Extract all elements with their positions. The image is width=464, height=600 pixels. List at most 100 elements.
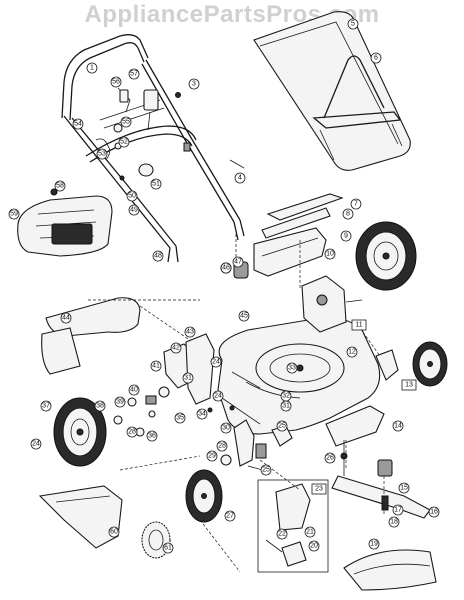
- svg-text:16: 16: [430, 509, 438, 516]
- rear-wheel-upper: [355, 221, 417, 291]
- axle-bracket: [301, 275, 363, 333]
- svg-text:47: 47: [234, 259, 242, 266]
- control-cable-parts: [95, 87, 245, 181]
- callout-15: 15: [398, 482, 410, 494]
- svg-text:5: 5: [351, 21, 355, 28]
- svg-text:19: 19: [370, 541, 378, 548]
- svg-text:43: 43: [186, 329, 194, 336]
- svg-text:61: 61: [164, 545, 172, 552]
- callout-31b: 31: [280, 400, 292, 412]
- callout-52: 52: [118, 136, 130, 148]
- callout-37: 37: [40, 400, 52, 412]
- svg-text:18: 18: [390, 519, 398, 526]
- svg-text:28: 28: [218, 443, 226, 450]
- svg-text:23: 23: [315, 486, 323, 493]
- front-skirt: [343, 549, 437, 591]
- svg-text:44: 44: [62, 315, 70, 322]
- svg-text:20: 20: [310, 543, 318, 550]
- callout-14: 14: [392, 420, 404, 432]
- svg-text:15: 15: [400, 485, 408, 492]
- callout-46: 46: [220, 262, 232, 274]
- callout-61: 61: [162, 542, 174, 554]
- callout-45: 45: [238, 310, 250, 322]
- svg-text:53: 53: [98, 151, 106, 158]
- callout-39: 39: [114, 396, 126, 408]
- svg-text:36: 36: [148, 433, 156, 440]
- svg-text:40: 40: [130, 387, 138, 394]
- callout-28b: 28: [126, 426, 138, 438]
- callout-27: 27: [224, 510, 236, 522]
- callout-12: 12: [346, 346, 358, 358]
- svg-text:48: 48: [154, 253, 162, 260]
- svg-text:39: 39: [116, 399, 124, 406]
- svg-text:27: 27: [226, 513, 234, 520]
- svg-text:14: 14: [394, 423, 402, 430]
- callout-13: 13: [401, 379, 417, 391]
- svg-text:52: 52: [120, 139, 128, 146]
- svg-text:56: 56: [112, 79, 120, 86]
- callout-26: 26: [324, 452, 336, 464]
- callout-11: 11: [351, 319, 367, 331]
- svg-text:17: 17: [394, 507, 402, 514]
- callout-53: 53: [96, 148, 108, 160]
- callout-8: 8: [342, 208, 354, 220]
- svg-text:54: 54: [74, 121, 82, 128]
- height-adjuster: [375, 349, 399, 381]
- svg-text:24: 24: [212, 359, 220, 366]
- svg-text:58: 58: [56, 183, 64, 190]
- callout-58: 58: [54, 180, 66, 192]
- svg-text:59: 59: [10, 211, 18, 218]
- callout-4: 4: [234, 172, 246, 184]
- callout-29: 29: [206, 450, 218, 462]
- mower-deck: [217, 317, 381, 435]
- callout-24b: 24: [212, 390, 224, 402]
- callout-42: 42: [170, 342, 182, 354]
- svg-text:25: 25: [262, 467, 270, 474]
- callout-10: 10: [324, 248, 336, 260]
- control-kit: [257, 479, 329, 573]
- callout-38: 38: [94, 400, 106, 412]
- callout-25b: 25: [260, 464, 272, 476]
- callout-5: 5: [347, 18, 359, 30]
- callout-1: 1: [86, 62, 98, 74]
- callout-50: 50: [126, 190, 138, 202]
- bag-frame-rod: [261, 193, 344, 239]
- callout-41: 41: [150, 360, 162, 372]
- connector-lines: [88, 234, 385, 573]
- callout-44: 44: [60, 312, 72, 324]
- callout-59: 59: [8, 208, 20, 220]
- callout-24c: 24: [30, 438, 42, 450]
- engine-cover: [17, 188, 113, 257]
- callout-30: 30: [220, 422, 232, 434]
- callout-47: 47: [232, 256, 244, 268]
- side-deflector: [38, 485, 123, 549]
- callout-43: 43: [184, 326, 196, 338]
- svg-text:11: 11: [355, 322, 362, 329]
- svg-text:41: 41: [152, 363, 160, 370]
- svg-text:50: 50: [128, 193, 136, 200]
- svg-text:57: 57: [130, 71, 138, 78]
- callout-40: 40: [128, 384, 140, 396]
- svg-text:7: 7: [354, 201, 358, 208]
- svg-text:13: 13: [405, 382, 413, 389]
- blade-assembly: [331, 440, 431, 519]
- front-wheel-lower: [185, 469, 223, 523]
- callout-49: 49: [128, 204, 140, 216]
- svg-text:60: 60: [110, 529, 118, 536]
- callout-54: 54: [72, 118, 84, 130]
- callout-17: 17: [392, 504, 404, 516]
- svg-text:6: 6: [374, 55, 378, 62]
- svg-text:37: 37: [42, 403, 50, 410]
- callout-22: 22: [276, 528, 288, 540]
- svg-text:22: 22: [278, 531, 286, 538]
- callout-31a: 31: [182, 372, 194, 384]
- svg-text:21: 21: [306, 529, 314, 536]
- svg-text:25: 25: [278, 423, 286, 430]
- svg-text:4: 4: [238, 175, 242, 182]
- svg-text:24: 24: [32, 441, 40, 448]
- callout-6: 6: [370, 52, 382, 64]
- callout-7: 7: [350, 198, 362, 210]
- callout-35: 35: [174, 412, 186, 424]
- svg-text:12: 12: [348, 349, 356, 356]
